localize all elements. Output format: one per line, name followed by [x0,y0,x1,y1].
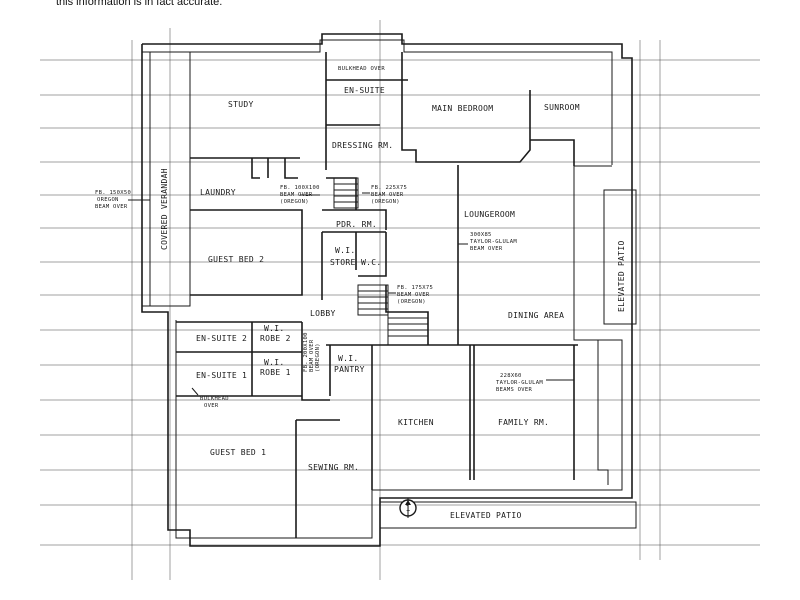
stairs [333,177,429,346]
note-beam-175-a: FB. 175X75 [397,285,433,291]
room-label-en-suite-2: EN-SUITE 2 [196,334,247,343]
note-beam-200-c: (OREGON) [315,343,321,372]
room-label-wi-robe-2b: ROBE 2 [260,334,291,343]
room-label-wc: W.C. [361,258,381,267]
note-beam-150-b: OREGON [97,197,119,203]
note-beam-100-c: (OREGON) [280,199,309,205]
room-label-pdr-room: PDR. RM. [336,220,377,229]
room-label-guest-bed-2: GUEST BED 2 [208,255,264,264]
room-label-en-suite-top: EN-SUITE [344,86,385,95]
note-beam-200-a: FB. 200X100 [303,332,309,372]
note-beam-100-b: BEAM OVER [280,192,313,198]
patios [380,189,637,529]
room-label-covered-verandah: COVERED VERANDAH [160,168,169,250]
room-label-wi-robe-1a: W.I. [264,358,284,367]
room-labels: STUDY EN-SUITE MAIN BEDROOM SUNROOM DRES… [160,86,626,520]
room-label-elevated-patio-bottom: ELEVATED PATIO [450,511,522,520]
note-beam-150-c: BEAM OVER [95,204,128,210]
note-beam-228-b: TAYLOR-GLULAM [496,380,543,386]
note-beam-175-c: (OREGON) [397,299,426,305]
interior-walls [176,52,609,538]
room-label-guest-bed-1: GUEST BED 1 [210,448,266,457]
note-bulkhead-top: BULKHEAD OVER [338,66,385,72]
note-beam-300-a: 300X85 [470,232,492,238]
room-label-loungeroom: LOUNGEROOM [464,210,515,219]
room-label-dining-area: DINING AREA [508,311,564,320]
note-beam-100-a: FB. 100X100 [280,185,320,191]
leader-lines [128,192,574,396]
note-beam-225-c: (OREGON) [371,199,400,205]
room-label-wi-robe-2a: W.I. [264,324,284,333]
verandah-area [141,51,191,307]
room-label-laundry: LAUNDRY [200,188,236,197]
room-label-main-bedroom: MAIN BEDROOM [432,104,493,113]
beam-notes: BULKHEAD OVER FB. 150X50 OREGON BEAM OVE… [95,66,543,409]
room-label-wi-pantry-b: PANTRY [334,365,365,374]
room-label-study: STUDY [228,100,254,109]
room-label-sunroom: SUNROOM [544,103,580,112]
room-label-wi-store-a: W.I. [335,246,355,255]
note-beam-300-b: TAYLOR-GLULAM [470,239,517,245]
room-label-wi-pantry-a: W.I. [338,354,358,363]
entry-marker [399,498,417,518]
room-label-sewing-room: SEWING RM. [308,463,359,472]
note-beam-225-a: FB. 225X75 [371,185,407,191]
entry-marker-label: 1 [405,504,410,513]
note-beam-175-b: BEAM OVER [397,292,430,298]
note-beam-225-b: BEAM OVER [371,192,404,198]
note-beam-150-a: FB. 150X50 [95,190,131,196]
caption-text: this information is in fact accurate. [56,0,223,8]
room-label-en-suite-1: EN-SUITE 1 [196,371,247,380]
room-label-kitchen: KITCHEN [398,418,434,427]
room-label-family-room: FAMILY RM. [498,418,549,427]
room-label-wi-robe-1b: ROBE 1 [260,368,291,377]
note-beam-200-b: BEAM OVER [309,339,315,372]
note-beam-228-c: BEAMS OVER [496,387,533,393]
room-label-wi-store-b: STORE [330,258,356,267]
note-beam-228-a: 228X60 [500,373,522,379]
note-beam-300-c: BEAM OVER [470,246,503,252]
room-label-dressing-room: DRESSING RM. [332,141,393,150]
note-bulkhead-bottom-a: BULKHEAD [200,396,229,402]
room-label-elevated-patio-right: ELEVATED PATIO [617,240,626,312]
room-label-lobby: LOBBY [310,309,336,318]
note-bulkhead-bottom-b: OVER [204,403,219,409]
outer-walls [141,33,633,547]
